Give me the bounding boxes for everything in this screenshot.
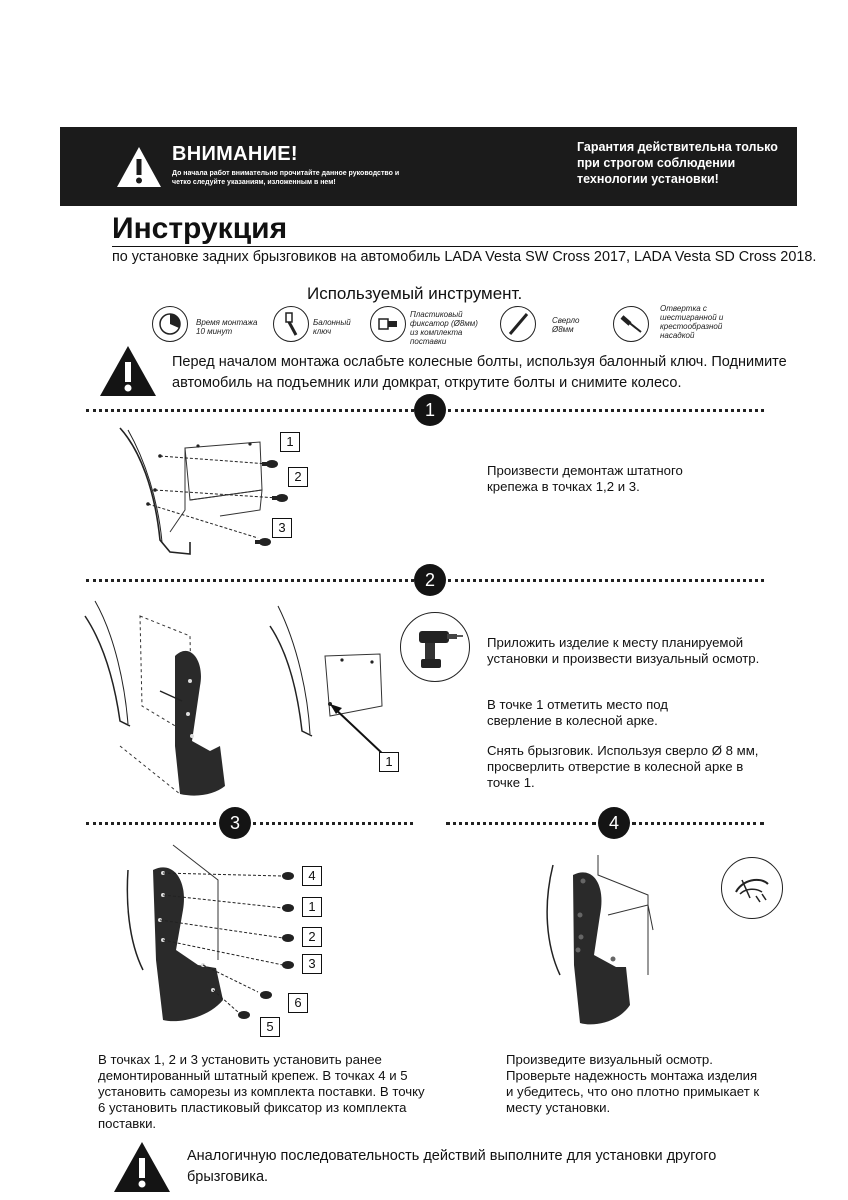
step-divider [448, 409, 764, 412]
banner-title: ВНИМАНИЕ! [172, 143, 298, 165]
step-divider [632, 822, 764, 825]
step3-text: В точках 1, 2 и 3 установить установить … [98, 1052, 425, 1131]
step-number-3: 3 [219, 807, 251, 839]
tool-label-drill: Сверло Ø8мм [552, 316, 580, 334]
step3-illustration [126, 844, 294, 1022]
step-number-4: 4 [598, 807, 630, 839]
step-divider [86, 409, 414, 412]
drill-icon [400, 612, 470, 682]
step-divider [253, 822, 413, 825]
warning-text-top: Перед началом монтажа ослабьте колесные … [172, 354, 787, 391]
step-number-1: 1 [414, 394, 446, 426]
callout-1: 1 [379, 752, 399, 772]
tool-label-clip: Пластиковый фиксатор (Ø8мм) из комплекта… [410, 310, 478, 346]
step-divider [86, 579, 414, 582]
step2-text-3: Снять брызговик. Используя сверло Ø 8 мм… [487, 743, 759, 790]
callout-5: 5 [260, 1017, 280, 1037]
callout-1: 1 [302, 897, 322, 917]
step-number-2: 2 [414, 564, 446, 596]
step2-illustration [84, 600, 386, 796]
page-title: Инструкция [112, 212, 288, 245]
banner-subtitle: До начала работ внимательно прочитайте д… [172, 170, 400, 186]
step4-text: Произведите визуальный осмотр. Проверьте… [506, 1052, 760, 1115]
step-divider [86, 822, 216, 825]
tool-label-screwdriver: Отвертка с шестигранной и крестообразной… [660, 304, 724, 340]
warning-banner: ВНИМАНИЕ! До начала работ внимательно пр… [60, 127, 797, 206]
callout-1: 1 [280, 432, 300, 452]
screwdriver-icon [613, 306, 649, 342]
step-divider [448, 579, 764, 582]
warranty-note: Гарантия действительна только при строго… [577, 140, 778, 186]
step1-text: Произвести демонтаж штатного крепежа в т… [487, 463, 683, 494]
callout-6: 6 [288, 993, 308, 1013]
callout-4: 4 [302, 866, 322, 886]
step-divider [446, 822, 596, 825]
step4-illustration [546, 855, 654, 1025]
tool-label-time: Время монтажа 10 минут [196, 318, 258, 336]
page-subtitle: по установке задних брызговиков на автом… [112, 249, 817, 265]
warning-icon [114, 1142, 170, 1192]
warning-icon [100, 346, 156, 396]
title-divider [112, 246, 798, 247]
plastic-clip-icon [370, 306, 406, 342]
callout-3: 3 [272, 518, 292, 538]
warning-icon [117, 147, 161, 187]
step2-text-1: Приложить изделие к месту планируемой ус… [487, 635, 760, 666]
tools-heading: Используемый инструмент. [307, 284, 523, 303]
callout-2: 2 [302, 927, 322, 947]
step2-text-2: В точке 1 отметить место под сверление в… [487, 697, 668, 728]
eye-check-icon [721, 857, 783, 919]
clock-icon [152, 306, 188, 342]
tool-label-wrench: Балонный ключ [313, 318, 351, 336]
warning-text-bottom: Аналогичную последовательность действий … [187, 1148, 717, 1185]
drill-bit-icon [500, 306, 536, 342]
wheel-wrench-icon [273, 306, 309, 342]
callout-2: 2 [288, 467, 308, 487]
step1-illustration [119, 427, 288, 555]
callout-3: 3 [302, 954, 322, 974]
